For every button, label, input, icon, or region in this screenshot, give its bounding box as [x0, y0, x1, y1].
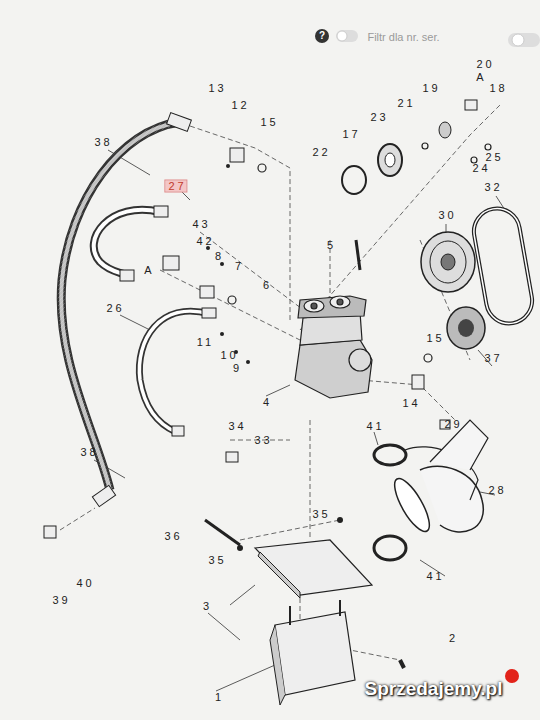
callout-number: 13	[205, 83, 226, 94]
callout-number: 20	[473, 59, 494, 70]
callout-number: 33	[251, 435, 272, 446]
callout-number: 19	[419, 83, 440, 94]
callout-number: 7	[232, 261, 244, 272]
callout-number: 27	[165, 181, 186, 192]
callout-number: 11	[194, 337, 214, 348]
callout-number: 29	[441, 419, 462, 430]
callout-number: A	[141, 265, 154, 276]
callout-number: 41	[423, 571, 444, 582]
callout-number: 18	[486, 83, 507, 94]
callout-number: 3	[200, 601, 212, 612]
callout-number: 4	[260, 397, 272, 408]
watermark: Sprzedajemy.pl	[362, 679, 503, 698]
callout-number: 28	[485, 485, 506, 496]
callout-number: 37	[481, 353, 502, 364]
callout-number: 9	[230, 363, 242, 374]
callout-number: 40	[73, 578, 94, 589]
callout-number: 24	[469, 163, 490, 174]
callout-number: 34	[225, 421, 246, 432]
callout-number: 36	[161, 531, 182, 542]
callout-number: 15	[423, 333, 444, 344]
callout-number: 15	[257, 117, 278, 128]
callout-number: 38	[77, 447, 98, 458]
callout-number: 38	[91, 137, 112, 148]
callout-number: 42	[193, 236, 214, 247]
callout-number: 10	[217, 350, 238, 361]
help-icon: ?	[319, 31, 325, 41]
callout-number: 25	[482, 152, 503, 163]
callout-number: 32	[481, 182, 502, 193]
filter-label: Filtr dla nr. ser.	[364, 32, 439, 43]
callout-number: 35	[205, 555, 226, 566]
callout-number: A	[473, 72, 486, 83]
callout-number: 1	[212, 692, 224, 703]
callout-number: 8	[212, 251, 224, 262]
callout-number: 26	[103, 303, 124, 314]
callout-number: 2	[446, 633, 458, 644]
callout-number: 39	[49, 595, 70, 606]
callout-number: 5	[324, 240, 336, 251]
callout-number: 14	[399, 398, 420, 409]
callout-number: 41	[363, 421, 384, 432]
callout-number: 6	[260, 280, 272, 291]
callout-number: 12	[228, 100, 249, 111]
callout-number: 23	[367, 112, 388, 123]
callout-number: 35	[309, 509, 330, 520]
callout-number: 22	[309, 147, 330, 158]
callout-number: 43	[189, 219, 210, 230]
callout-number: 21	[394, 98, 415, 109]
callout-number: 30	[435, 210, 456, 221]
callout-number: 17	[339, 129, 360, 140]
